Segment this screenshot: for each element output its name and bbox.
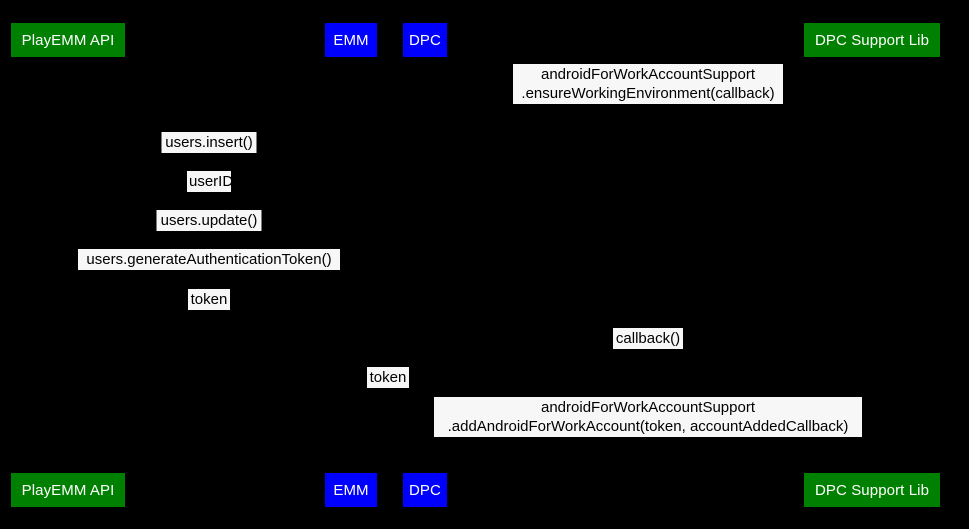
participant-dpc-bottom[interactable]: DPC xyxy=(403,473,447,507)
message-label-ensure-working-environment: androidForWorkAccountSupport .ensureWorki… xyxy=(513,64,783,104)
participant-emm-top[interactable]: EMM xyxy=(325,23,377,57)
message-label-line: users.insert() xyxy=(165,134,253,151)
message-label-add-android-for-work-account: androidForWorkAccountSupport .addAndroidF… xyxy=(434,397,862,437)
message-label-user-id: userID xyxy=(187,171,234,192)
participant-label: DPC Support Lib xyxy=(814,31,930,49)
message-label-users-generate-authentication-token: users.generateAuthenticationToken() xyxy=(78,249,340,270)
message-label-token-to-dpc: token xyxy=(367,367,409,388)
message-label-line: userID xyxy=(189,173,234,190)
message-label-line: users.update() xyxy=(160,212,258,229)
participant-playemm-api-top[interactable]: PlayEMM API xyxy=(11,23,125,57)
message-label-line: token xyxy=(190,291,228,308)
participant-label: PlayEMM API xyxy=(21,481,115,499)
participant-label: DPC xyxy=(409,31,441,49)
participant-label: PlayEMM API xyxy=(21,31,115,49)
participant-label: EMM xyxy=(333,31,369,49)
message-label-line: callback() xyxy=(615,330,681,347)
participant-label: DPC Support Lib xyxy=(814,481,930,499)
participant-label: EMM xyxy=(333,481,369,499)
participant-emm-bottom[interactable]: EMM xyxy=(325,473,377,507)
message-label-line: .addAndroidForWorkAccount(token, account… xyxy=(447,418,849,435)
participant-dpc-support-lib-bottom[interactable]: DPC Support Lib xyxy=(804,473,940,507)
participant-playemm-api-bottom[interactable]: PlayEMM API xyxy=(11,473,125,507)
participant-dpc-top[interactable]: DPC xyxy=(403,23,447,57)
participant-label: DPC xyxy=(409,481,441,499)
message-label-token-to-emm: token xyxy=(188,289,230,310)
message-label-line: token xyxy=(369,369,407,386)
participant-dpc-support-lib-top[interactable]: DPC Support Lib xyxy=(804,23,940,57)
message-label-callback: callback() xyxy=(613,328,683,349)
message-label-line: androidForWorkAccountSupport xyxy=(541,66,755,83)
message-label-line: users.generateAuthenticationToken() xyxy=(86,251,332,268)
message-label-line: androidForWorkAccountSupport xyxy=(541,399,755,416)
message-label-users-update: users.update() xyxy=(156,210,262,231)
message-label-users-insert: users.insert() xyxy=(161,132,257,153)
message-label-line: .ensureWorkingEnvironment(callback) xyxy=(521,85,775,102)
